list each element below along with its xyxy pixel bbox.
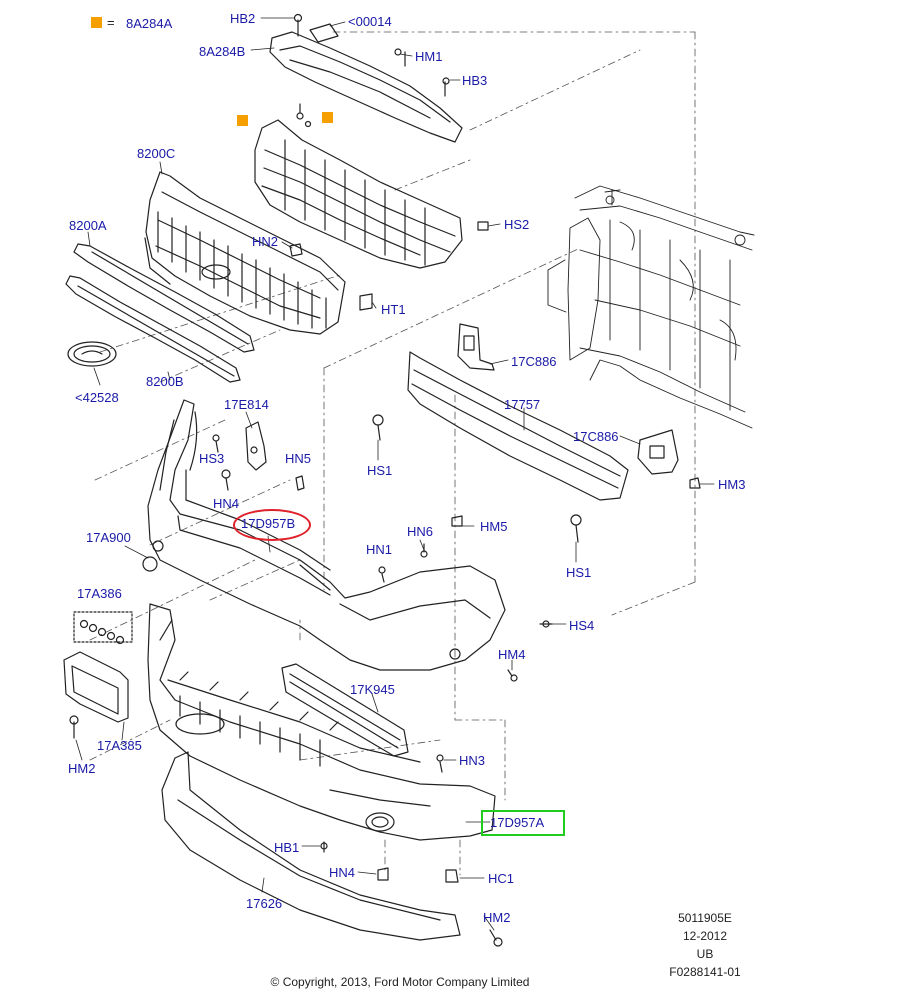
- label-hn3: HN3: [459, 753, 486, 768]
- label-hb3: HB3: [462, 73, 488, 88]
- label-17k945: 17K945: [350, 682, 395, 697]
- chrome-strip-8200a: [73, 243, 255, 353]
- assembly-lines: [89, 31, 696, 876]
- label-hn1: HN1: [366, 542, 393, 557]
- grille-frame-8200c: [144, 171, 346, 335]
- chrome-strip-8200b: [65, 275, 241, 383]
- grille-mesh-17k945: [281, 663, 409, 757]
- bumper-cover-upper-17d957b: [147, 399, 506, 671]
- label-17d957b: 17D957B: [241, 516, 296, 531]
- footer-id: 5011905E: [678, 911, 732, 925]
- lower-skirt-17626: [161, 751, 461, 941]
- label-hs1-left: HS1: [367, 463, 393, 478]
- footer-figure: F0288141-01: [669, 965, 741, 979]
- label-ref-00014: <00014: [348, 14, 392, 29]
- label-hm3: HM3: [718, 477, 746, 492]
- bracket-17c886-right: [637, 429, 679, 475]
- label-17a386: 17A386: [77, 586, 122, 601]
- label-ref-42528: <42528: [75, 390, 119, 405]
- label-8200a: 8200A: [69, 218, 107, 233]
- footer-region: UB: [696, 947, 714, 961]
- label-hm4: HM4: [498, 647, 526, 662]
- label-hm2-left: HM2: [68, 761, 96, 776]
- label-17a900: 17A900: [86, 530, 131, 545]
- label-hn6: HN6: [407, 524, 434, 539]
- label-hs4: HS4: [569, 618, 595, 633]
- label-hm5: HM5: [480, 519, 508, 534]
- label-hb1: HB1: [274, 840, 300, 855]
- label-hn4-bottom: HN4: [329, 865, 356, 880]
- label-17d957a: 17D957A: [490, 815, 545, 830]
- label-hn4-top: HN4: [213, 496, 240, 511]
- bracket-17c886-top: [457, 323, 495, 371]
- highlight-box-17d957a: [481, 810, 565, 836]
- label-8a284b: 8A284B: [199, 44, 246, 59]
- fasteners-bottom: [320, 543, 553, 947]
- highlight-oval-17d957b: [233, 509, 311, 541]
- footer-copyright: © Copyright, 2013, Ford Motor Company Li…: [270, 975, 530, 989]
- body-structure: [547, 185, 755, 429]
- label-hn2: HN2: [252, 234, 279, 249]
- bumper-cover-lower-17d957a: [147, 603, 496, 841]
- label-hn5: HN5: [285, 451, 312, 466]
- plate-bracket-17a385: [63, 651, 129, 739]
- reinforcement-17757: [407, 351, 629, 501]
- bracket-17e814: [212, 421, 305, 491]
- label-hs2: HS2: [504, 217, 530, 232]
- label-hm1: HM1: [415, 49, 443, 64]
- cover-8a284b: [269, 13, 463, 143]
- label-17626: 17626: [246, 896, 283, 911]
- label-hs3: HS3: [199, 451, 225, 466]
- label-hb2-top: HB2: [230, 11, 256, 26]
- label-17a385: 17A385: [97, 738, 142, 753]
- plug-17a900: [142, 556, 158, 572]
- ford-badge: [67, 341, 117, 367]
- label-hs1-right: HS1: [566, 565, 592, 580]
- label-hm2-bottom: HM2: [483, 910, 511, 925]
- legend-swatch-left: [237, 115, 248, 126]
- label-hc1: HC1: [488, 871, 515, 886]
- legend-swatch: [91, 17, 102, 28]
- fasteners-mid: [289, 221, 701, 543]
- clips-17a386: [73, 611, 133, 645]
- footer-date: 12-2012: [682, 929, 728, 943]
- leader-lines: [75, 17, 715, 931]
- legend-swatch-right: [322, 112, 333, 123]
- label-17e814: 17E814: [224, 397, 269, 412]
- label-17757: 17757: [504, 397, 541, 412]
- legend-equals: =: [107, 15, 115, 30]
- label-ht1: HT1: [381, 302, 406, 317]
- label-17c886-top: 17C886: [511, 354, 557, 369]
- label-17c886-right: 17C886: [573, 429, 619, 444]
- label-8200b: 8200B: [146, 374, 184, 389]
- grille-insert: [254, 103, 463, 269]
- legend-label: 8A284A: [126, 16, 173, 31]
- label-8200c: 8200C: [137, 146, 176, 161]
